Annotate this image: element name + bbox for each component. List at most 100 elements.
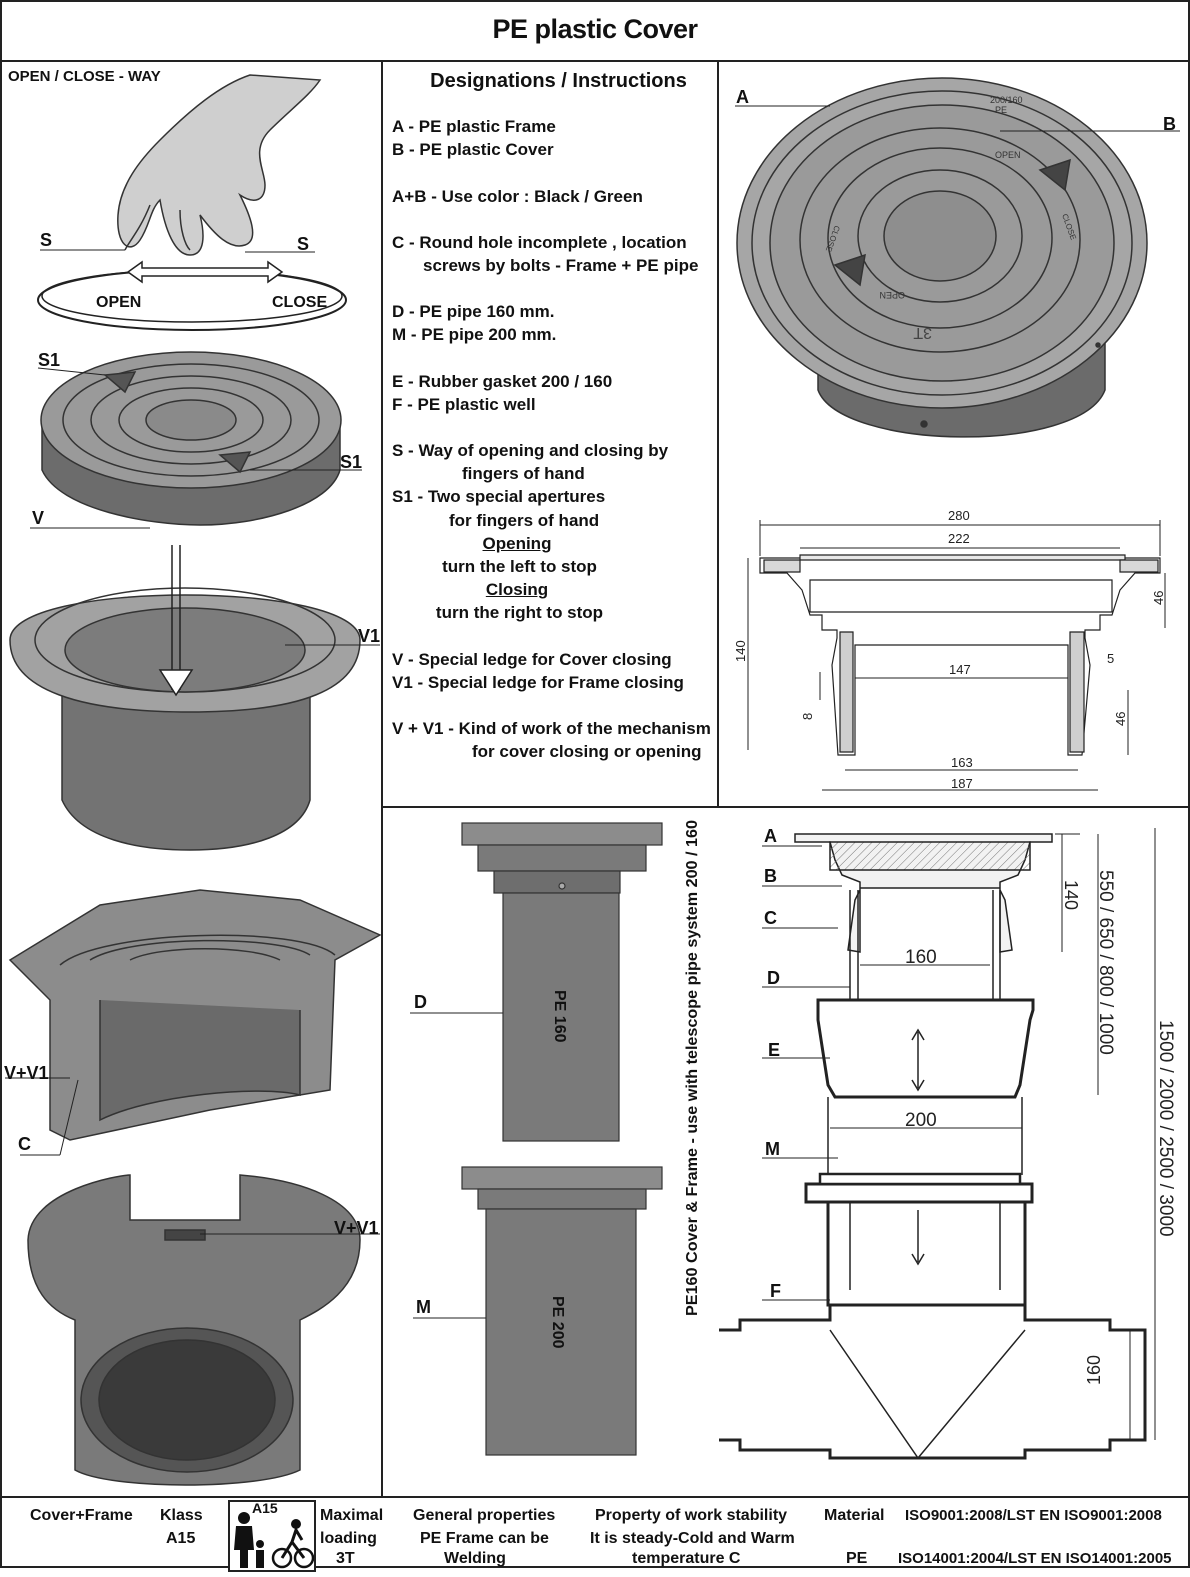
assembly-leaders — [762, 828, 1156, 1440]
footer-material: Material — [824, 1507, 885, 1524]
footer-welding: Welding — [444, 1550, 506, 1567]
footer: Cover+Frame Klass A15 A15 Maximal loadin… — [0, 1496, 1190, 1572]
page-title: PE plastic Cover — [0, 0, 1190, 62]
instr-key: V + V1 - — [392, 719, 459, 739]
instr-key: E - — [392, 371, 419, 391]
label-a-asm: A — [764, 826, 777, 846]
instructions-panel: Designations / Instructions A - PE plast… — [392, 70, 717, 763]
instructions-heading: Designations / Instructions — [430, 70, 687, 92]
instr-text: Rubber gasket 200 / 160 — [418, 371, 613, 391]
dim-46-a: 46 — [1151, 591, 1166, 605]
open-close-heading: OPEN / CLOSE - WAY — [8, 68, 161, 85]
instr-text: turn the left to stop — [442, 557, 597, 577]
instr-text: Round hole incomplete , location — [419, 232, 687, 252]
instr-key: S - — [392, 441, 419, 461]
dim-5: 5 — [1107, 651, 1114, 666]
footer-cover-frame: Cover+Frame — [30, 1507, 133, 1524]
label-close: CLOSE — [272, 294, 328, 311]
instr-closing: Closing — [485, 580, 549, 600]
assembly-drawing: 140 160 200 160 550 / 650 / 800 / 1000 1… — [719, 828, 1176, 1460]
instr-key: V - — [392, 649, 419, 669]
asm-depth-2: 1500 / 2000 / 2500 / 3000 — [1155, 1020, 1176, 1237]
label-vv1-b: V+V1 — [334, 1218, 379, 1238]
top-right-drawings: 200/160 PE OPEN CLOSE CLOSE OPEN 3T 280 … — [733, 77, 1180, 791]
cover-frame-3d — [736, 77, 1148, 438]
instr-text: Way of opening and closing by — [418, 441, 669, 461]
dim-147: 147 — [949, 662, 971, 677]
footer-iso-2: ISO14001:2004/LST EN ISO14001:2005 — [898, 1550, 1172, 1567]
dim-140: 140 — [733, 640, 748, 662]
instr-text: Kind of work of the mechanism — [458, 719, 711, 739]
label-s-left: S — [40, 230, 53, 250]
dim-8: 8 — [800, 713, 815, 720]
footer-loading: loading — [320, 1530, 377, 1547]
cover-text-size: 200/160 — [990, 95, 1023, 105]
asm-dim-160: 160 — [905, 947, 937, 968]
asm-depth-1: 550 / 650 / 800 / 1000 — [1095, 870, 1116, 1055]
pipe-160-illustration — [461, 822, 663, 1142]
footer-temperature: temperature C — [632, 1550, 741, 1567]
instr-text: for fingers of hand — [449, 510, 600, 530]
label-d-mid: D — [414, 992, 427, 1012]
label-e-asm: E — [768, 1040, 781, 1060]
label-c-asm: C — [764, 908, 777, 928]
cover-text-pe: PE — [995, 105, 1007, 115]
label-vv1-a: V+V1 — [4, 1063, 49, 1083]
instr-text: PE plastic Frame — [418, 117, 556, 137]
label-b-asm: B — [764, 866, 777, 886]
instr-key: C - — [392, 232, 420, 252]
label-d-asm: D — [767, 968, 780, 988]
asm-dim-160-b: 160 — [1084, 1355, 1104, 1385]
divider-mid — [381, 806, 1190, 808]
cover-3d — [30, 351, 362, 529]
instr-key: S1 - — [392, 487, 428, 507]
footer-load-value: 3T — [336, 1550, 355, 1567]
pipe-200-illustration — [461, 1166, 663, 1456]
instr-opening: Opening — [482, 533, 552, 553]
label-s1-top: S1 — [38, 350, 61, 370]
instr-text: Use color : Black / Green — [441, 186, 643, 206]
instr-key: D - — [392, 302, 420, 322]
instr-key: B - — [392, 140, 420, 160]
footer-steady: It is steady-Cold and Warm — [590, 1530, 795, 1547]
pipe-160-label: PE 160 — [551, 990, 568, 1043]
dim-163: 163 — [951, 755, 973, 770]
label-m-mid: M — [416, 1297, 431, 1317]
dim-187: 187 — [951, 776, 973, 791]
instr-key: A - — [392, 117, 419, 137]
cover-text-open-1: OPEN — [995, 150, 1021, 160]
instr-text: screws by bolts - Frame + PE pipe — [423, 256, 699, 276]
instr-text: PE pipe 200 mm. — [421, 325, 557, 345]
label-b-top: B — [1163, 114, 1176, 134]
frame-cutaway-3d — [27, 1174, 380, 1486]
asm-dim-140: 140 — [1061, 880, 1081, 910]
divider-left — [381, 60, 383, 1496]
section-drawing — [759, 554, 1161, 756]
footer-pe-frame: PE Frame can be — [420, 1530, 549, 1547]
instr-text: fingers of hand — [462, 464, 585, 484]
section-3d — [5, 889, 381, 1156]
cover-text-brand: 3T — [913, 324, 932, 341]
dimension-lines — [747, 520, 1166, 791]
instr-text: Two special apertures — [427, 487, 606, 507]
footer-a15: A15 — [166, 1530, 196, 1547]
instr-text: for cover closing or opening — [472, 742, 702, 762]
pipe-drawings: PE 160 PE 200 PE160 Cover & Frame - use … — [410, 820, 701, 1456]
instr-text: turn the right to stop — [435, 603, 604, 623]
instr-key: A+B - — [392, 186, 442, 206]
instr-key: M - — [392, 325, 422, 345]
label-c-left: C — [18, 1134, 31, 1154]
instr-text: PE pipe 160 mm. — [419, 302, 555, 322]
footer-general: General properties — [413, 1507, 556, 1524]
vertical-caption: PE160 Cover & Frame - use with telescope… — [684, 820, 701, 1316]
frame-3d — [9, 545, 380, 851]
label-f-asm: F — [770, 1281, 781, 1301]
footer-maximal: Maximal — [320, 1507, 384, 1524]
instr-text: Special ledge for Frame closing — [427, 672, 684, 692]
label-v1: V1 — [358, 626, 381, 646]
footer-property: Property of work stability — [595, 1507, 788, 1524]
footer-iso-1: ISO9001:2008/LST EN ISO9001:2008 — [905, 1507, 1162, 1524]
dim-280: 280 — [948, 508, 970, 523]
dim-222: 222 — [948, 531, 970, 546]
